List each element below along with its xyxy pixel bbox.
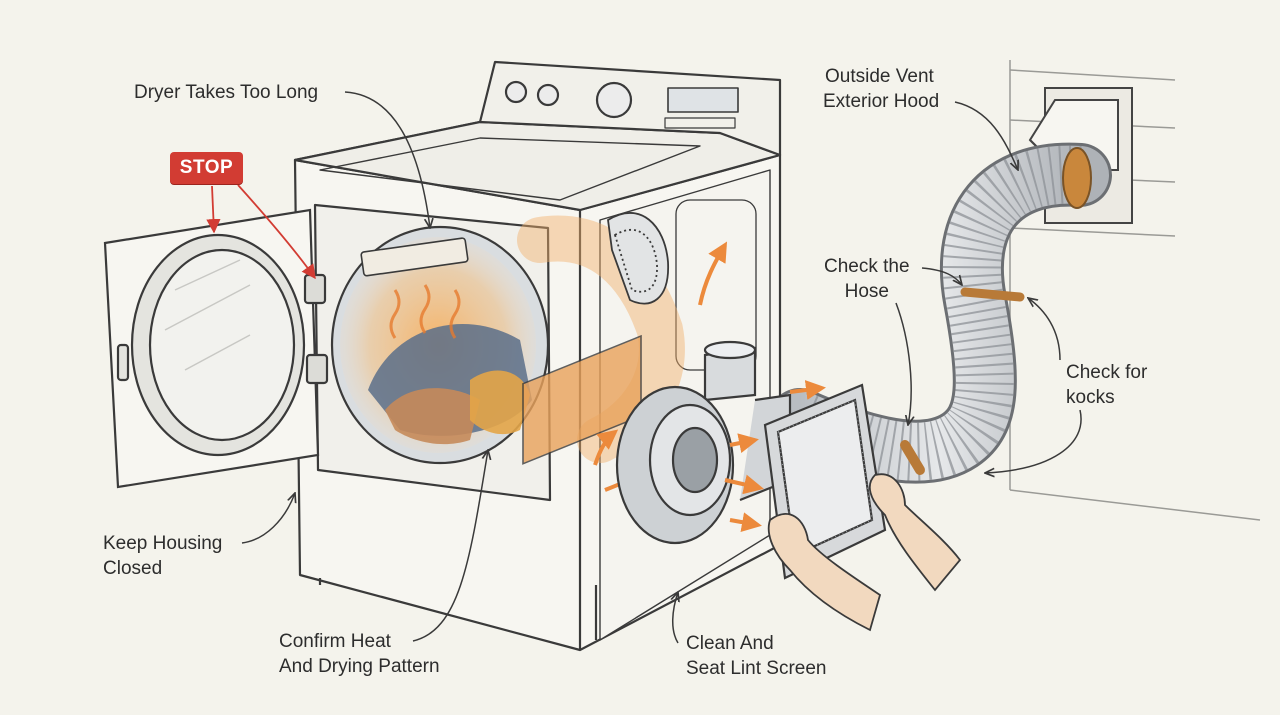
label-line: Check for <box>1066 362 1148 383</box>
label-outside-vent: Outside Vent Exterior Hood <box>823 64 939 114</box>
stop-badge: STOP <box>170 152 243 184</box>
label-line: Check the <box>824 256 910 277</box>
dryer-door <box>103 208 329 489</box>
label-line: Keep Housing <box>103 533 223 554</box>
label-line: Closed <box>103 558 163 579</box>
drum <box>330 225 550 465</box>
hands <box>767 473 962 632</box>
leader-dryer-takes-too-long <box>344 91 430 228</box>
leader-keep-housing <box>241 493 295 544</box>
label-line: Outside Vent <box>825 66 934 87</box>
leader-clean-lint <box>673 592 678 644</box>
leader-check-kinks-bottom <box>985 409 1082 473</box>
label-dryer-takes-too-long: Dryer Takes Too Long <box>134 82 319 103</box>
stop-arrows <box>206 184 316 280</box>
leader-check-hose-top <box>921 267 962 285</box>
label-clean-lint-screen: Clean And Seat Lint Screen <box>686 631 826 681</box>
leader-outside-vent <box>954 101 1018 170</box>
label-line: Exterior Hood <box>823 91 940 112</box>
label-keep-housing-closed: Keep Housing Closed <box>103 531 222 581</box>
label-line: Hose <box>844 281 889 302</box>
label-line: kocks <box>1066 387 1115 408</box>
flex-hose <box>768 142 1112 484</box>
leader-check-hose <box>895 302 911 425</box>
leader-confirm-heat <box>412 450 488 642</box>
label-line: Clean And <box>686 633 774 654</box>
label-check-hose: Check the Hose <box>824 254 910 304</box>
leader-lines <box>241 91 1082 644</box>
label-check-kinks: Check for kocks <box>1066 360 1147 410</box>
leader-check-kinks-top <box>1028 298 1061 361</box>
label-line: Seat Lint Screen <box>686 658 827 679</box>
label-line: And Drying Pattern <box>279 656 440 677</box>
label-line: Confirm Heat <box>279 631 391 652</box>
label-confirm-heat: Confirm Heat And Drying Pattern <box>279 629 440 679</box>
exhaust-grille <box>607 212 669 305</box>
